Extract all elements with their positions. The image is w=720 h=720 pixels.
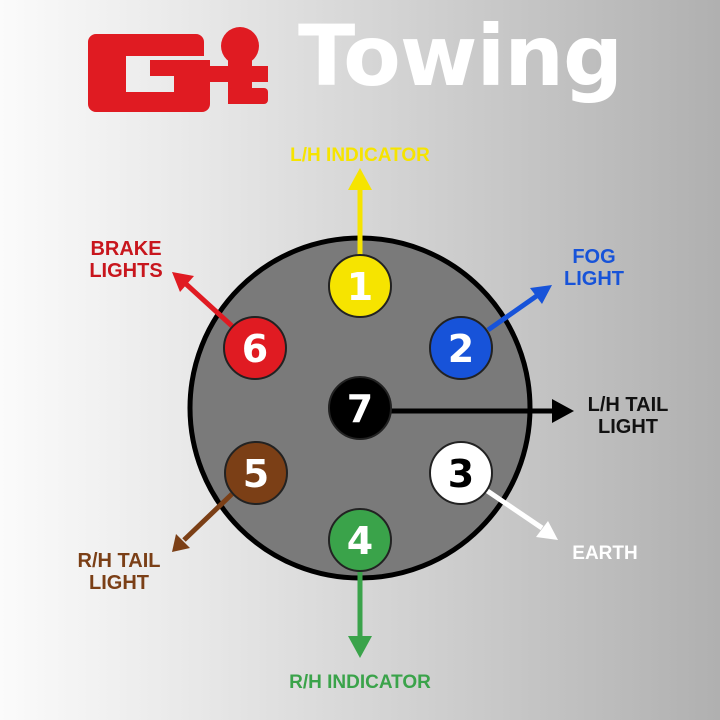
label-pin2: FOG LIGHT [564,246,624,290]
brand-name: Towing [298,7,623,105]
svg-text:7: 7 [347,387,373,431]
svg-text:5: 5 [243,452,269,496]
label-pin5: R/H TAIL LIGHT [77,550,161,594]
label-pin7: L/H TAIL LIGHT [587,394,669,438]
svg-text:1: 1 [347,265,373,309]
arrow-pin5-icon [172,492,234,552]
gt-logo-icon [88,27,268,112]
pin-6: 6 [223,316,287,380]
arrow-pin7-icon [360,399,574,423]
arrow-pin1-icon [348,168,372,256]
svg-text:4: 4 [347,519,373,563]
svg-text:3: 3 [448,452,474,496]
svg-text:2: 2 [448,327,474,371]
pin-2: 2 [429,316,493,380]
label-pin1: L/H INDICATOR [290,145,430,166]
label-pin4: R/H INDICATOR [289,672,431,693]
arrow-pin3-icon [484,487,558,540]
pin-7: 7 [328,376,392,440]
label-pin6: BRAKE LIGHTS [89,238,163,282]
label-pin3: EARTH [572,543,638,564]
pin-1: 1 [328,254,392,318]
pin-4: 4 [328,508,392,572]
pin-3: 3 [429,441,493,505]
arrow-pin6-icon [172,272,234,328]
pin-5: 5 [224,441,288,505]
arrow-pin2-icon [486,285,552,333]
arrow-pin4-icon [348,568,372,658]
svg-text:6: 6 [242,327,268,371]
